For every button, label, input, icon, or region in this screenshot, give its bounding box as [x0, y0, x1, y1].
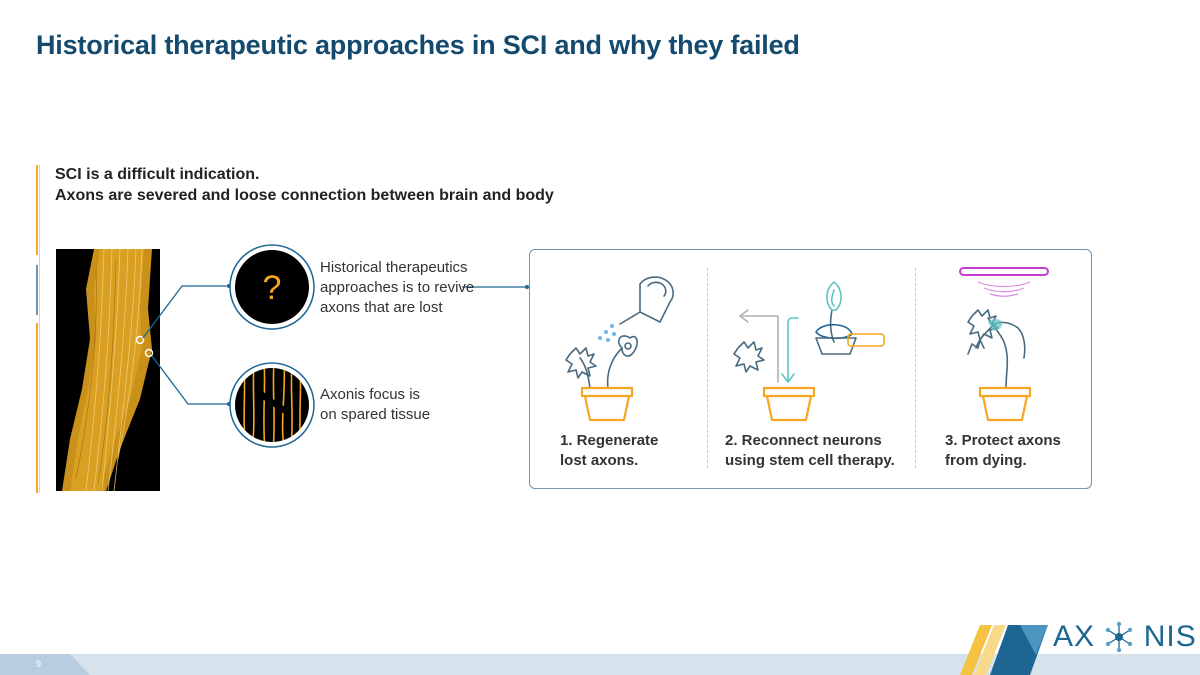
approach-line: 1. Regenerate	[560, 432, 659, 449]
axonis-callout-text: Axonis focus is on spared tissue	[320, 385, 430, 425]
logo-stripes	[960, 625, 1048, 675]
callout-line: Historical therapeutics	[320, 259, 468, 276]
question-mark-icon: ?	[263, 269, 282, 307]
slide-title: Historical therapeutic approaches in SCI…	[36, 30, 800, 60]
approach-line: from dying.	[945, 452, 1027, 469]
callout-line: axons that are lost	[320, 299, 443, 316]
approach-2-label: 2. Reconnect neurons using stem cell the…	[725, 431, 895, 471]
spinal-cord-microscopy-image	[56, 249, 160, 491]
panel-divider	[915, 268, 916, 468]
historical-callout-text: Historical therapeutics approaches is to…	[320, 258, 474, 318]
approaches-panel: 1. Regenerate lost axons. 2. Reconnect n…	[529, 249, 1092, 489]
callout-line: Axonis focus is	[320, 386, 421, 403]
approach-line: using stem cell therapy.	[725, 452, 895, 469]
watering-can-icon	[565, 276, 674, 422]
panel-divider	[707, 268, 708, 468]
neuron-logo-icon	[1106, 621, 1133, 653]
intro-text: SCI is a difficult indication. Axons are…	[55, 164, 554, 206]
approach-line: 2. Reconnect neurons	[725, 432, 882, 449]
approach-line: lost axons.	[560, 452, 639, 469]
approach-1-label: 1. Regenerate lost axons.	[560, 431, 658, 471]
intro-line-1: SCI is a difficult indication.	[55, 166, 260, 183]
approach-line: 3. Protect axons	[945, 432, 1061, 449]
logo-text-right: NIS	[1143, 620, 1197, 653]
question-circle: ?	[229, 244, 315, 330]
logo-text-left: AX	[1053, 620, 1096, 653]
accent-bars	[36, 165, 40, 493]
intro-line-2: Axons are severed and loose connection b…	[55, 187, 554, 204]
callout-line: on spared tissue	[320, 406, 431, 423]
axonis-logo: AX NIS	[1053, 620, 1197, 654]
seedling-transplant-icon	[733, 281, 885, 422]
callout-line: approaches is to revive	[320, 279, 475, 296]
protective-lamp-icon	[959, 267, 1049, 422]
approach-3-label: 3. Protect axons from dying.	[945, 431, 1061, 471]
page-number: 9	[36, 659, 42, 669]
spared-axons-circle	[229, 362, 315, 448]
footer-bar	[0, 654, 1200, 675]
